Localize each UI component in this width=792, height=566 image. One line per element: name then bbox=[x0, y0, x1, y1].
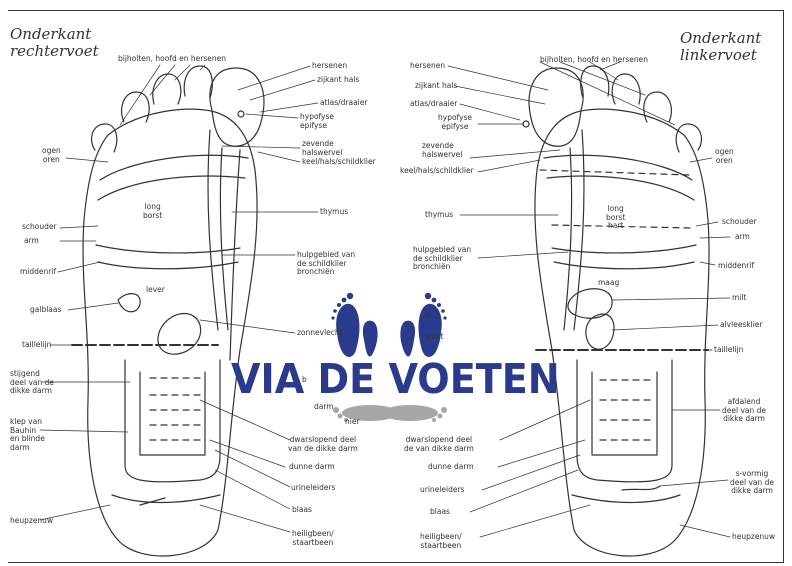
label-r-nier: nier bbox=[345, 418, 360, 427]
label-l-zevende: zevende halswervel bbox=[422, 142, 462, 159]
label-r-hulpgebied: hulpgebied van de schildklier bronchiën bbox=[297, 251, 355, 277]
label-l-heiligbeen: heiligbeen/ staartbeen bbox=[420, 533, 462, 550]
label-r-heiligbeen-line2: staartbeen bbox=[292, 539, 334, 548]
label-r-darm: darm bbox=[314, 403, 334, 412]
label-r-klep: klep van Bauhin en blinde darm bbox=[10, 418, 45, 452]
label-l-taillelijn: taillelijn bbox=[714, 346, 743, 355]
left-foot-outline bbox=[523, 66, 709, 556]
label-r-hypofyse: hypofyse epifyse bbox=[300, 113, 334, 130]
label-l-arm: arm bbox=[735, 233, 750, 242]
right-foot-title: Onderkant rechtervoet bbox=[10, 26, 99, 60]
left-foot-leader-lines bbox=[448, 62, 730, 537]
label-r-long: long borst bbox=[143, 203, 162, 220]
label-l-urineleiders: urineleiders bbox=[420, 486, 464, 495]
label-r-taillelijn: taillelijn bbox=[22, 341, 51, 350]
label-r-schouder: schouder bbox=[22, 223, 57, 232]
left-foot-title: Onderkant linkervoet bbox=[680, 30, 761, 64]
label-l-thymus: thymus bbox=[425, 211, 453, 220]
label-l-afdalend-line3: dikke darm bbox=[722, 415, 766, 424]
label-l-dunne-darm: dunne darm bbox=[428, 463, 474, 472]
label-r-zijkant-hals: zijkant hals bbox=[317, 76, 359, 85]
label-r-bijholten: bijholten, hoofd en hersenen bbox=[118, 55, 226, 64]
label-l-heiligbeen-line2: staartbeen bbox=[420, 542, 462, 551]
label-l-heupzenuw: heupzenuw bbox=[732, 533, 775, 542]
label-r-stijgend-line3: dikke darm bbox=[10, 387, 54, 396]
right-foot-title-line1: Onderkant bbox=[10, 26, 99, 43]
logo-text: VIA DE VOETEN bbox=[231, 355, 560, 403]
label-r-blaas: blaas bbox=[292, 506, 312, 515]
label-l-lecht: lecht bbox=[425, 333, 444, 342]
label-r-ogen-line2: oren bbox=[42, 156, 61, 165]
label-l-long: long borst hart bbox=[606, 205, 625, 231]
right-foot-leader-lines bbox=[40, 65, 318, 532]
label-l-sl: sl bbox=[425, 311, 431, 320]
label-l-blaas: blaas bbox=[430, 508, 450, 517]
label-r-ogen: ogen oren bbox=[42, 147, 61, 164]
label-l-middenrif: middenrif bbox=[718, 262, 754, 271]
label-r-hypofyse-line2: epifyse bbox=[300, 122, 334, 131]
label-l-alvleesklier: alvleesklier bbox=[720, 321, 763, 330]
label-r-zevende: zevende halswervel bbox=[302, 140, 342, 157]
label-r-middenrif: middenrif bbox=[20, 268, 56, 277]
label-l-dwarslopend: dwarslopend deel de van dikke darm bbox=[404, 436, 474, 453]
label-l-atlas: atlas/draaier bbox=[410, 100, 457, 109]
label-l-svormig: s-vormig deel van de dikke darm bbox=[730, 470, 774, 496]
right-foot-outline bbox=[83, 66, 264, 556]
label-r-urineleiders: urineleiders bbox=[291, 484, 335, 493]
right-foot-title-line2: rechtervoet bbox=[10, 43, 99, 60]
label-r-zonnevlecht: zonnevlecht bbox=[297, 329, 343, 338]
label-l-hypofyse: hypofyse epifyse bbox=[438, 114, 472, 131]
label-l-ogen: ogen oren bbox=[715, 148, 734, 165]
label-r-hersenen: hersenen bbox=[312, 62, 347, 71]
label-l-hulpgebied-line3: bronchiën bbox=[413, 263, 471, 272]
label-l-bijholten: bijholten, hoofd en hersenen bbox=[540, 56, 648, 65]
label-l-svormig-line3: dikke darm bbox=[730, 487, 774, 496]
label-l-afdalend: afdalend deel van de dikke darm bbox=[722, 398, 766, 424]
label-r-arm: arm bbox=[24, 237, 39, 246]
label-l-zijkant-hals: zijkant hals bbox=[415, 82, 457, 91]
label-r-long-line2: borst bbox=[143, 212, 162, 221]
label-r-klep-line4: darm bbox=[10, 444, 45, 453]
label-r-keel: keel/hals/schildklier bbox=[302, 158, 376, 167]
label-r-galblaas: galblaas bbox=[30, 306, 61, 315]
label-l-milt: milt bbox=[732, 294, 746, 303]
label-r-thymus: thymus bbox=[320, 208, 348, 217]
label-l-hypofyse-line2: epifyse bbox=[438, 123, 472, 132]
label-r-dwarslopend-line2: van de dikke darm bbox=[288, 445, 358, 454]
label-r-hulpgebied-line3: bronchiën bbox=[297, 268, 355, 277]
label-r-zevende-line2: halswervel bbox=[302, 149, 342, 158]
label-l-zevende-line2: halswervel bbox=[422, 151, 462, 160]
label-r-stijgend: stijgend deel van de dikke darm bbox=[10, 370, 54, 396]
label-l-schouder: schouder bbox=[722, 218, 757, 227]
label-l-keel: keel/hals/schildklier bbox=[400, 167, 474, 176]
label-r-heupzenuw: heupzenuw bbox=[10, 517, 53, 526]
label-l-hulpgebied: hulpgebied van de schildklier bronchiën bbox=[413, 246, 471, 272]
label-r-heiligbeen: heiligbeen/ staartbeen bbox=[292, 530, 334, 547]
label-r-dwarslopend: dwarslopend deel van de dikke darm bbox=[288, 436, 358, 453]
label-l-long-line3: hart bbox=[606, 222, 625, 231]
left-foot-title-line1: Onderkant bbox=[680, 30, 761, 47]
label-l-ogen-line2: oren bbox=[715, 157, 734, 166]
label-r-lever: lever bbox=[146, 286, 165, 295]
label-l-hersenen: hersenen bbox=[410, 62, 445, 71]
label-r-atlas: atlas/draaier bbox=[320, 99, 367, 108]
right-foot-dashed-lines bbox=[150, 378, 205, 440]
label-l-dwarslopend-line2: de van dikke darm bbox=[404, 445, 474, 454]
left-foot-title-line2: linkervoet bbox=[680, 47, 761, 64]
label-r-dunne-darm: dunne darm bbox=[289, 463, 335, 472]
label-l-maag: maag bbox=[598, 279, 619, 288]
